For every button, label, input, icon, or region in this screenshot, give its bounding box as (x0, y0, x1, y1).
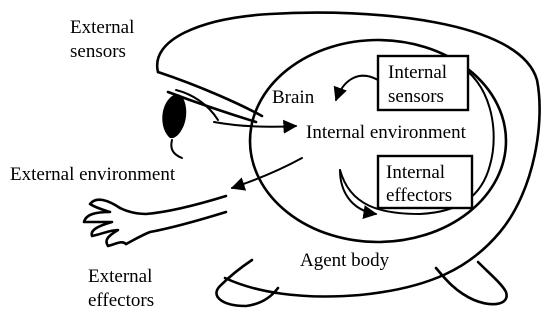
external-environment-label: External environment (10, 164, 176, 185)
eye-pupil-icon (162, 94, 186, 138)
left-leg (216, 260, 278, 306)
effector-arrow (232, 158, 302, 188)
arm-lower-outline (126, 212, 226, 244)
arm-upper-outline (120, 196, 226, 214)
external-effectors-label: External effectors (88, 266, 157, 311)
eye-lower-icon (171, 140, 182, 158)
agent-body-label: Agent body (300, 250, 390, 271)
external-sensors-label: External sensors (70, 17, 139, 62)
brain-label: Brain (272, 87, 315, 108)
internal-environment-label: Internal environment (306, 122, 467, 143)
hand-icon (84, 200, 126, 246)
brain-loop-arrow (336, 76, 378, 100)
right-leg (436, 262, 507, 304)
